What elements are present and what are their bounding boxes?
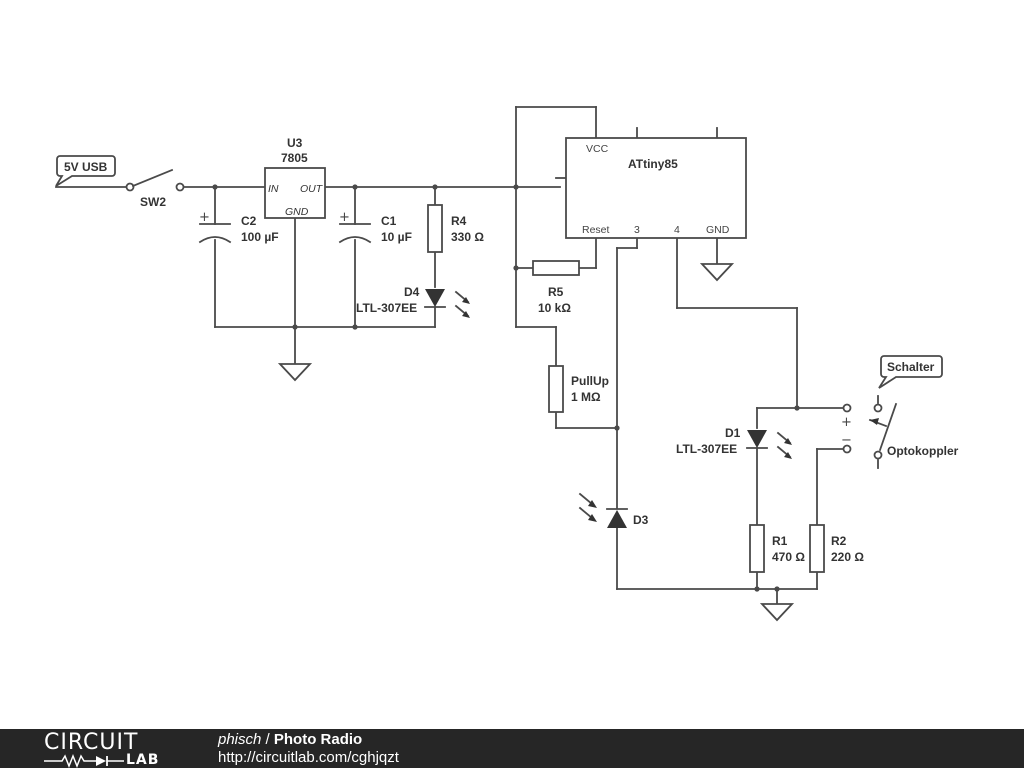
usb-net-label: 5V USB <box>64 160 108 174</box>
ground-symbol-output <box>759 603 795 622</box>
r5-value: 10 kΩ <box>538 301 571 315</box>
mcu-pin-vcc: VCC <box>586 143 609 155</box>
microcontroller-attiny85: ATtiny85 VCC Reset 3 4 GND <box>565 137 747 239</box>
r2-value: 220 Ω <box>831 550 864 564</box>
r1-ref: R1 <box>772 534 788 548</box>
circuit-meta: phisch / Photo Radio http://circuitlab.c… <box>218 731 399 767</box>
circuit-url[interactable]: http://circuitlab.com/cghjqzt <box>218 749 399 766</box>
d1-ref: D1 <box>725 426 741 440</box>
mcu-pin-gnd: GND <box>706 224 730 236</box>
resistor-r4: R4 330 Ω <box>427 204 484 253</box>
c1-ref: C1 <box>381 214 397 228</box>
pullup-value: 1 MΩ <box>571 390 601 404</box>
led-d1: D1 LTL-307EE <box>676 426 792 459</box>
photodiode-d3: D3 <box>578 492 649 528</box>
circuitlab-logo[interactable]: CIRCUIT LAB <box>44 730 158 768</box>
circuit-schematic: 5V USB SW2 <box>55 106 959 622</box>
ground-symbol-regulator <box>277 363 313 382</box>
logo-text-circuit: CIRCUIT <box>44 730 139 755</box>
capacitor-c2: + C2 100 µF <box>198 210 279 244</box>
r4-value: 330 Ω <box>451 230 484 244</box>
capacitor-c1: + C1 10 µF <box>338 210 412 244</box>
d4-ref: D4 <box>404 285 420 299</box>
opto-label: Optokoppler <box>887 444 959 458</box>
footer-bar: CIRCUIT LAB phisch / Photo Radio http://… <box>0 729 1024 768</box>
c2-value: 100 µF <box>241 230 279 244</box>
u3-pin-out: OUT <box>300 183 324 195</box>
logo-text-lab: LAB <box>126 752 160 768</box>
u3-ref: U3 <box>287 136 303 150</box>
logo-resistor-diode-icon <box>44 754 124 768</box>
c2-ref: C2 <box>241 214 257 228</box>
wires <box>183 106 845 605</box>
ground-symbol-mcu <box>699 263 735 282</box>
schalter-label: Schalter <box>887 360 935 374</box>
schalter-net-tag: Schalter <box>878 355 943 389</box>
mcu-pin-4: 4 <box>674 224 680 236</box>
optocoupler-switch: + − Optokoppler <box>841 395 959 469</box>
c1-value: 10 µF <box>381 230 412 244</box>
svg-text:+: + <box>339 210 350 225</box>
svg-text:+: + <box>199 210 210 225</box>
junctions <box>212 184 800 592</box>
pullup-ref: PullUp <box>571 374 609 388</box>
d4-part: LTL-307EE <box>356 301 417 315</box>
opto-plus: + <box>841 415 852 430</box>
regulator-u3: IN OUT GND U3 7805 <box>264 136 326 219</box>
title-separator: / <box>265 731 270 748</box>
resistor-r5: R5 10 kΩ <box>532 260 580 315</box>
opto-minus: − <box>841 433 852 448</box>
resistor-pullup: PullUp 1 MΩ <box>548 365 609 413</box>
r1-value: 470 Ω <box>772 550 805 564</box>
resistor-r2: R2 220 Ω <box>809 524 864 573</box>
d3-ref: D3 <box>633 513 649 527</box>
switch-sw2: SW2 <box>55 168 185 209</box>
sw2-label: SW2 <box>140 195 166 209</box>
usb-net-tag: 5V USB <box>55 155 116 187</box>
u3-part: 7805 <box>281 151 308 165</box>
u3-pin-in: IN <box>268 183 279 195</box>
d1-part: LTL-307EE <box>676 442 737 456</box>
mcu-pin-reset: Reset <box>582 224 610 236</box>
author-link[interactable]: phisch <box>218 731 262 748</box>
mcu-pin-3: 3 <box>634 224 640 236</box>
r2-ref: R2 <box>831 534 847 548</box>
resistor-r1: R1 470 Ω <box>749 524 805 573</box>
led-d4: D4 LTL-307EE <box>356 285 470 318</box>
u3-pin-gnd: GND <box>285 206 309 218</box>
r5-ref: R5 <box>548 285 564 299</box>
mcu-name: ATtiny85 <box>628 157 678 171</box>
circuit-title: Photo Radio <box>273 731 363 748</box>
r4-ref: R4 <box>451 214 467 228</box>
